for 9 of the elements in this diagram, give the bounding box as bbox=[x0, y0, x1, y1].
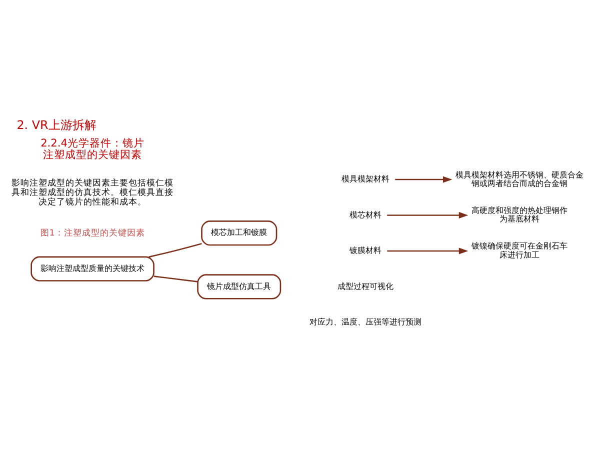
arrow bbox=[395, 176, 452, 182]
label: 2.2.4光学器件：镜片注塑成型的关键因素 bbox=[40, 136, 145, 161]
label: 图1：注塑成型的关键因素 bbox=[40, 228, 145, 238]
connector bbox=[148, 242, 202, 258]
arrow bbox=[387, 212, 468, 218]
arrow bbox=[387, 247, 468, 254]
connector bbox=[154, 275, 198, 282]
label: 影响注塑成型的关键因素主要包括模仁模具和注塑成型的仿真技术。模仁模具直接决定了镜片的性能和成本。 bbox=[12, 178, 174, 207]
diagram-title: 2. VR上游拆解 bbox=[16, 117, 96, 132]
